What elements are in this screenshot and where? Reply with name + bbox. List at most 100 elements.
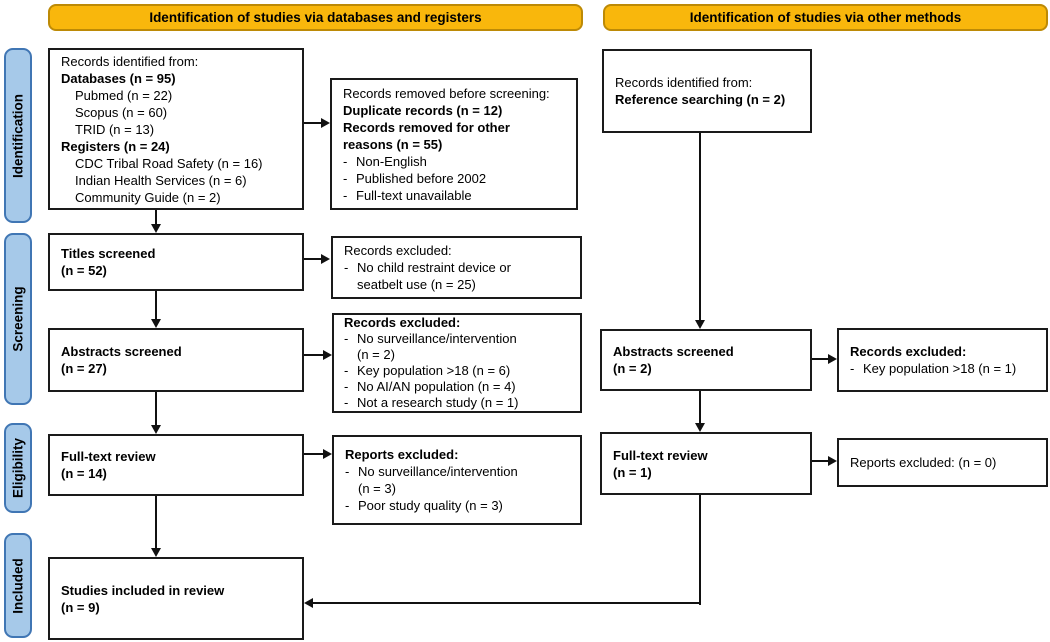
bullet-line: - Published before 2002	[343, 170, 568, 187]
text-line: Key population >18 (n = 6)	[357, 363, 511, 378]
bullet-line: - Non-English	[343, 153, 568, 170]
box-abstracts-screened-other: Abstracts screened (n = 2)	[600, 329, 812, 391]
text-line: seatbelt use (n = 25)	[357, 277, 476, 292]
arrow-right-icon	[321, 254, 330, 264]
text-line: Non-English	[356, 153, 427, 169]
text-line: Full-text review	[61, 449, 156, 464]
text-line: (n = 2)	[357, 347, 395, 362]
text-line: CDC Tribal Road Safety (n = 16)	[75, 155, 263, 171]
text-line: Databases (n = 95)	[61, 70, 176, 86]
box-full-text-review-databases: Full-text review (n = 14)	[48, 434, 304, 496]
arrow-right-icon	[828, 456, 837, 466]
bullet-line: - No surveillance/intervention	[344, 331, 572, 347]
text-line: Full-text unavailable	[356, 187, 472, 203]
text-line: Community Guide (n = 2)	[75, 189, 221, 205]
box-studies-included: Studies included in review (n = 9)	[48, 557, 304, 640]
text-line: Records identified from:	[615, 75, 753, 90]
connector-line	[699, 133, 701, 321]
box-records-identified-databases: Records identified from: Databases (n = …	[48, 48, 304, 210]
header-databases-registers: Identification of studies via databases …	[48, 4, 583, 31]
bullet-line: - Key population >18 (n = 1)	[850, 360, 1038, 377]
connector-line	[812, 460, 829, 462]
text-line: Published before 2002	[356, 170, 487, 186]
text-line: No surveillance/intervention	[357, 331, 517, 346]
arrow-down-icon	[695, 320, 705, 329]
bullet-dash: -	[343, 187, 348, 203]
text-line: Scopus (n = 60)	[75, 104, 168, 120]
bullet-line: - Not a research study (n = 1)	[344, 395, 572, 411]
text-line: (n = 27)	[61, 361, 107, 376]
text-line: Full-text review	[613, 447, 708, 463]
text-line: reasons (n = 55)	[343, 136, 443, 152]
text-line: Reports excluded: (n = 0)	[850, 455, 997, 470]
stage-label-text: Eligibility	[10, 437, 26, 499]
bullet-dash: -	[344, 331, 349, 346]
box-titles-screened: Titles screened (n = 52)	[48, 233, 304, 291]
connector-line	[699, 495, 701, 605]
text-line: No child restraint device or	[357, 260, 511, 275]
bullet-line: - No surveillance/intervention	[345, 463, 572, 480]
bullet-line: - No child restraint device or	[344, 259, 572, 276]
box-full-text-review-other: Full-text review (n = 1)	[600, 432, 812, 495]
box-records-excluded-titles: Records excluded: - No child restraint d…	[331, 236, 582, 299]
box-records-excluded-other: Records excluded: - Key population >18 (…	[837, 328, 1048, 392]
bullet-line: - Key population >18 (n = 6)	[344, 363, 572, 379]
stage-label-text: Identification	[10, 93, 26, 178]
connector-line	[304, 354, 324, 356]
arrow-right-icon	[323, 350, 332, 360]
text-line: Studies included in review	[61, 582, 225, 598]
stage-label-identification: Identification	[4, 48, 32, 223]
bullet-line: - Full-text unavailable	[343, 187, 568, 204]
box-records-removed-before-screening: Records removed before screening: Duplic…	[330, 78, 578, 210]
text-line: Poor study quality (n = 3)	[358, 498, 503, 513]
text-line: Records excluded:	[344, 243, 452, 258]
text-line: No surveillance/intervention	[358, 464, 518, 479]
text-line: (n = 14)	[61, 466, 107, 481]
arrow-down-icon	[151, 425, 161, 434]
text-line: TRID (n = 13)	[75, 121, 155, 137]
text-line: Reference searching (n = 2)	[615, 92, 786, 107]
bullet-dash: -	[345, 498, 350, 513]
text-line: (n = 3)	[358, 481, 396, 496]
text-line: Key population >18 (n = 1)	[863, 361, 1017, 376]
text-line: Registers (n = 24)	[61, 138, 170, 154]
text-line: Titles screened	[61, 246, 156, 261]
connector-line	[699, 391, 701, 424]
box-abstracts-screened-databases: Abstracts screened (n = 27)	[48, 328, 304, 392]
text-line: (n = 1)	[613, 464, 652, 480]
connector-line	[812, 358, 829, 360]
text-line: Records identified from:	[61, 53, 199, 69]
text-line: Records excluded:	[850, 344, 967, 359]
connector-line	[155, 392, 157, 426]
text-line: Abstracts screened	[613, 344, 734, 359]
box-records-identified-other: Records identified from: Reference searc…	[602, 49, 812, 133]
text-line: Indian Health Services (n = 6)	[75, 172, 247, 188]
bullet-dash: -	[344, 260, 349, 275]
text-line: No AI/AN population (n = 4)	[357, 379, 516, 394]
stage-label-screening: Screening	[4, 233, 32, 405]
text-line: Records excluded:	[344, 315, 461, 330]
connector-line	[304, 453, 324, 455]
connector-line	[155, 210, 157, 225]
bullet-line: - No AI/AN population (n = 4)	[344, 379, 572, 395]
connector-line	[304, 258, 322, 260]
bullet-dash: -	[343, 153, 348, 169]
stage-label-text: Included	[10, 557, 26, 614]
box-reports-excluded-databases: Reports excluded: - No surveillance/inte…	[332, 435, 582, 525]
text-line: Pubmed (n = 22)	[75, 87, 173, 103]
bullet-dash: -	[344, 363, 349, 378]
bullet-dash: -	[344, 395, 349, 410]
text-line: (n = 52)	[61, 263, 107, 278]
arrow-right-icon	[321, 118, 330, 128]
arrow-right-icon	[828, 354, 837, 364]
arrow-down-icon	[151, 319, 161, 328]
arrow-down-icon	[151, 224, 161, 233]
connector-line	[155, 291, 157, 320]
text-line: Not a research study (n = 1)	[357, 395, 519, 410]
connector-line	[304, 122, 322, 124]
text-line: Duplicate records (n = 12)	[343, 102, 503, 118]
connector-line	[155, 496, 157, 549]
arrow-down-icon	[695, 423, 705, 432]
arrow-down-icon	[151, 548, 161, 557]
